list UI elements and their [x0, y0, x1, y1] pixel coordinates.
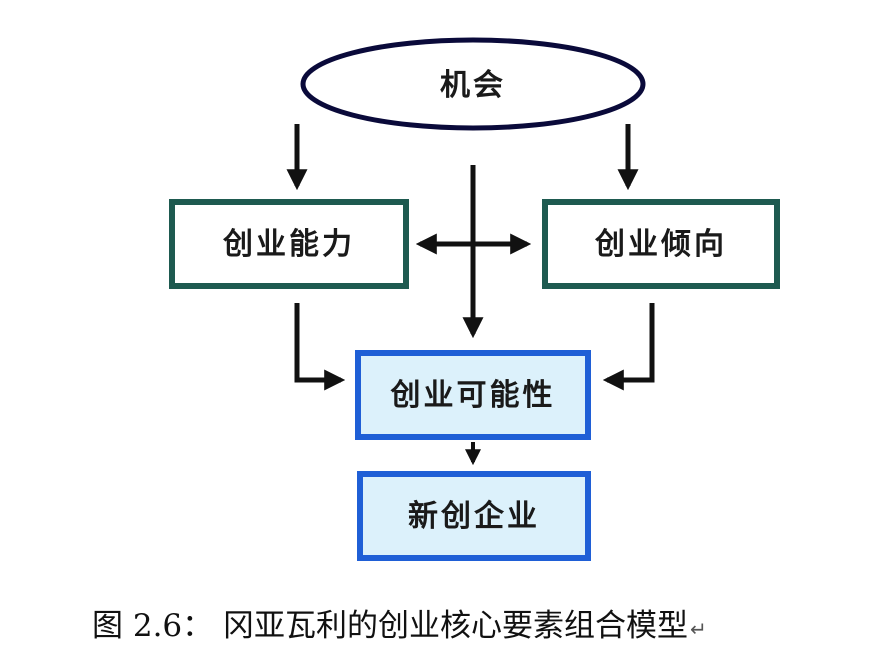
possibility-label: 创业可能性: [390, 378, 556, 413]
arrow-tendency-to-possibility: [602, 303, 655, 391]
tendency-node: 创业倾向: [542, 199, 780, 289]
capability-box: [169, 199, 409, 289]
possibility-box: [355, 350, 591, 440]
possibility-node: 创业可能性: [355, 350, 591, 440]
opportunity-node: 机会: [300, 37, 646, 131]
capability-label: 创业能力: [222, 227, 355, 262]
figure-caption: 图 2.6： 冈亚瓦利的创业核心要素组合模型↵: [92, 604, 707, 648]
arrow-capability-to-possibility: [294, 303, 346, 391]
arrows: [286, 124, 655, 466]
new-venture-node: 新创企业: [357, 471, 591, 561]
opportunity-ellipse: [300, 37, 646, 131]
opportunity-label: 机会: [440, 68, 506, 103]
tendency-box: [542, 199, 780, 289]
return-mark-icon: ↵: [690, 617, 707, 641]
new-venture-box: [357, 471, 591, 561]
capability-node: 创业能力: [169, 199, 409, 289]
caption-text: 图 2.6： 冈亚瓦利的创业核心要素组合模型: [92, 608, 689, 644]
tendency-label: 创业倾向: [594, 227, 727, 262]
new-venture-label: 新创企业: [408, 499, 540, 534]
